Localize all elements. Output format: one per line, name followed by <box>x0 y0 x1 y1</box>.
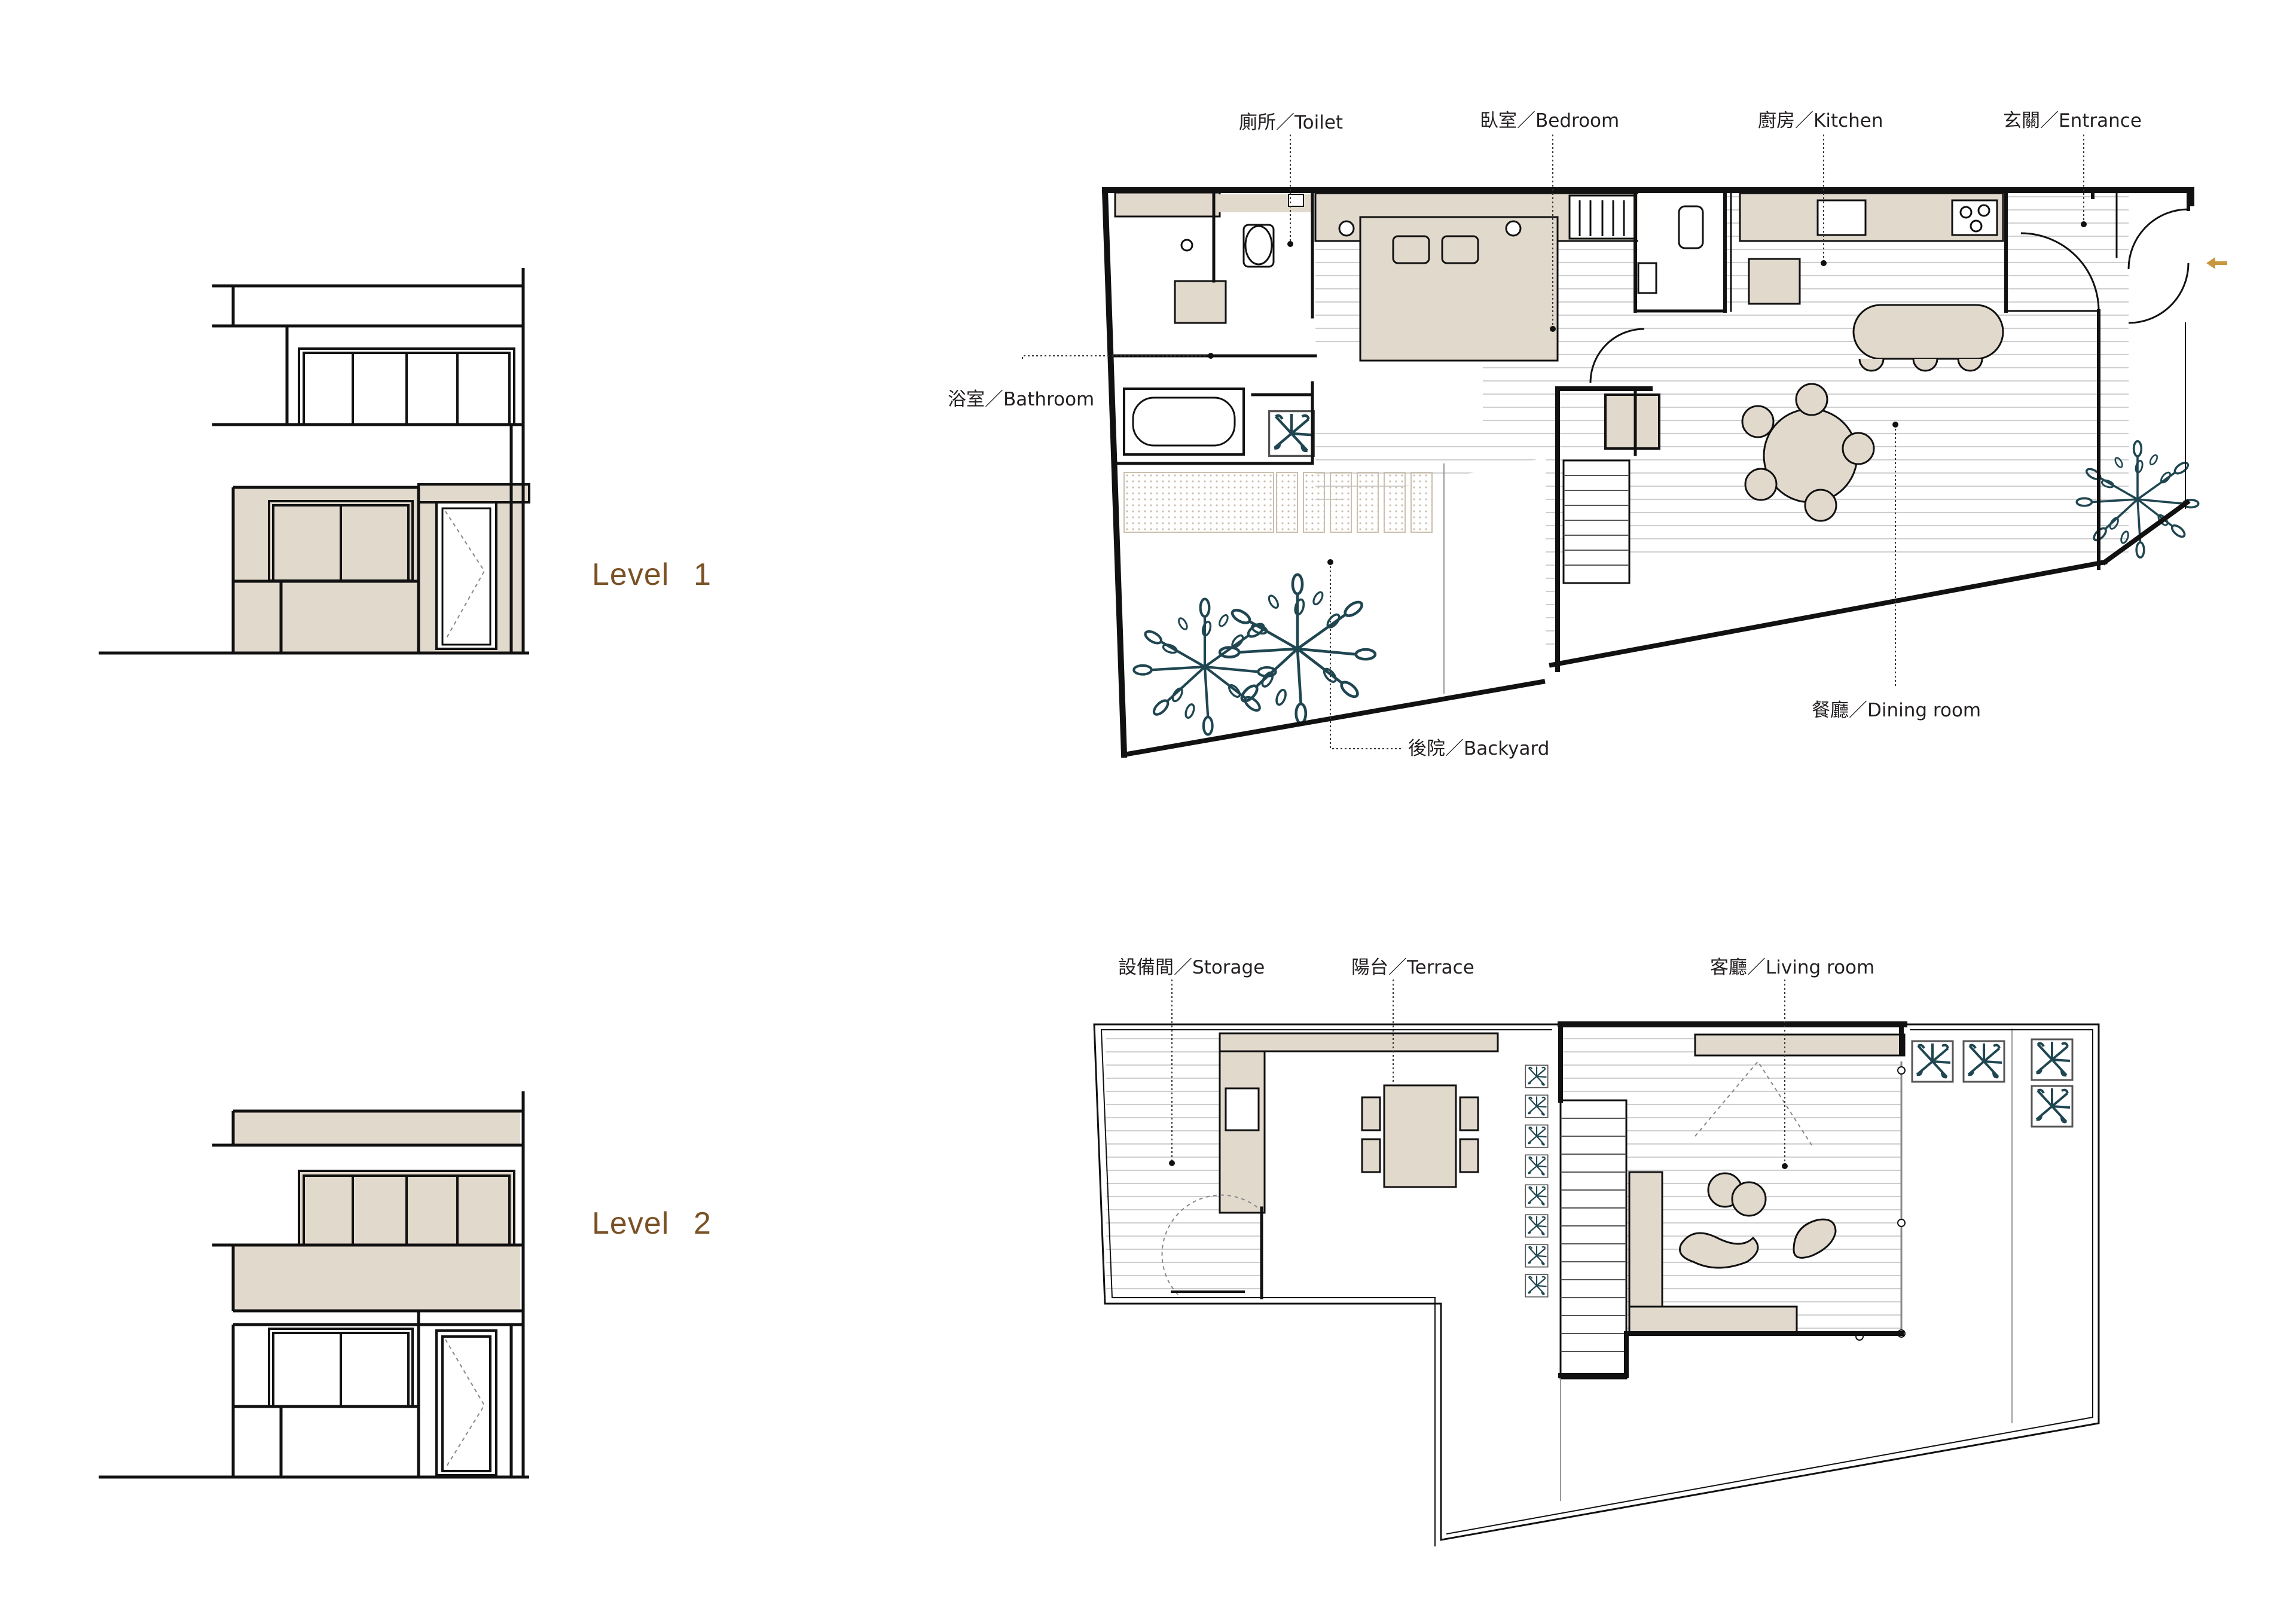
label-toilet: 廁所／Toilet <box>1239 112 1343 133</box>
floor-plan-level-2 <box>1093 980 2100 1546</box>
arrow-left-icon <box>2206 257 2227 269</box>
label-backyard: 後院／Backyard <box>1408 738 1549 759</box>
label-entrance: 玄關／Entrance <box>2003 110 2142 132</box>
label-kitchen: 廚房／Kitchen <box>1758 110 1883 132</box>
label-terrace: 陽台／Terrace <box>1351 957 1474 978</box>
label-storage: 設備間／Storage <box>1118 957 1265 978</box>
label-bedroom: 臥室／Bedroom <box>1480 110 1619 132</box>
elevation-level-2 <box>99 1091 529 1479</box>
label-living-room: 客廳／Living room <box>1710 957 1874 978</box>
elevation-level-1 <box>99 268 530 655</box>
label-bathroom: 浴室／Bathroom <box>948 389 1094 410</box>
label-dining-room: 餐廳／Dining room <box>1812 700 1981 721</box>
level-1-caption-label: Level <box>592 557 669 592</box>
level-1-caption-number: 1 <box>694 557 712 592</box>
level-2-caption-label: Level <box>592 1206 669 1241</box>
floor-plan-level-1 <box>1022 135 2227 759</box>
level-2-caption-number: 2 <box>694 1206 712 1241</box>
